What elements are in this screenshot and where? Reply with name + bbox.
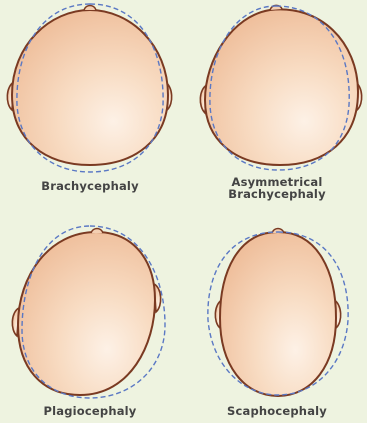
head-outline xyxy=(220,232,336,396)
panel-plagiocephaly xyxy=(12,226,165,398)
caption-plagiocephaly: Plagiocephaly xyxy=(0,405,180,417)
caption-line: Brachycephaly xyxy=(187,188,367,200)
head-outline xyxy=(205,9,358,165)
caption-line: Plagiocephaly xyxy=(0,405,180,417)
caption-asymmetrical-brachycephaly: Asymmetrical Brachycephaly xyxy=(187,176,367,200)
panel-asymmetrical-brachycephaly xyxy=(200,5,361,170)
caption-line: Scaphocephaly xyxy=(187,405,367,417)
caption-line: Brachycephaly xyxy=(0,180,180,192)
caption-brachycephaly: Brachycephaly xyxy=(0,180,180,192)
caption-scaphocephaly: Scaphocephaly xyxy=(187,405,367,417)
head-outline xyxy=(18,232,155,395)
panel-brachycephaly xyxy=(7,4,171,172)
nose-bump xyxy=(91,229,103,234)
nose-bump xyxy=(84,6,96,11)
panel-scaphocephaly xyxy=(208,229,348,397)
